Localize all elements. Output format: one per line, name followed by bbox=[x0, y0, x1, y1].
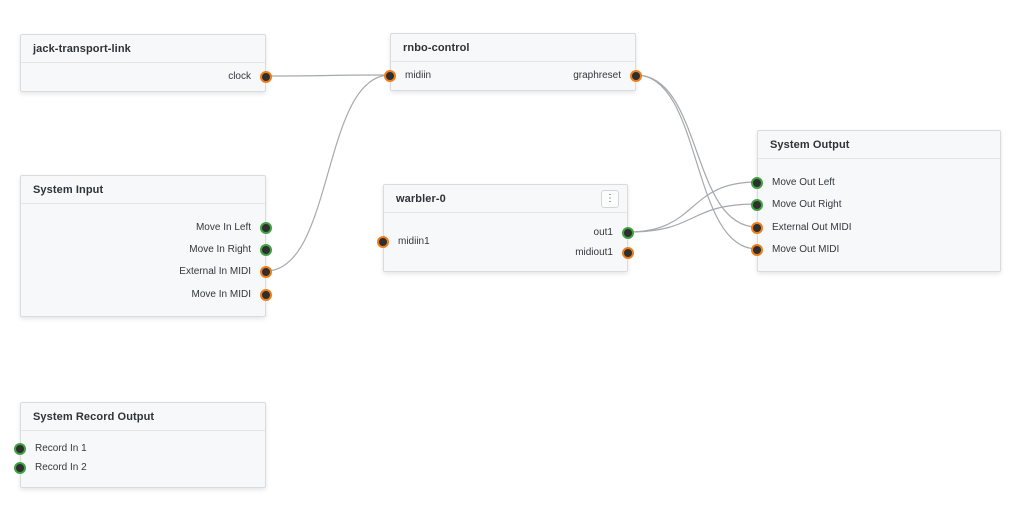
port-row-move-out-left: Move Out Left bbox=[751, 176, 1000, 190]
node-title: System Output bbox=[770, 138, 850, 151]
connection-edge[interactable] bbox=[265, 74, 391, 272]
port-label: Move Out MIDI bbox=[772, 244, 840, 255]
move-out-right-port[interactable] bbox=[751, 198, 763, 211]
connection-edge[interactable] bbox=[265, 74, 391, 77]
port-label: midiin1 bbox=[398, 236, 430, 247]
out1-port[interactable] bbox=[622, 226, 634, 239]
connection-edge[interactable] bbox=[627, 203, 758, 233]
move-in-right-port[interactable] bbox=[260, 243, 272, 256]
kebab-menu-icon[interactable]: ⋮ bbox=[601, 189, 619, 208]
node-header[interactable]: System Record Output bbox=[21, 403, 265, 431]
port-label: Record In 2 bbox=[35, 462, 87, 473]
midiout1-port[interactable] bbox=[622, 246, 634, 259]
external-out-midi-port[interactable] bbox=[751, 221, 763, 234]
node-header[interactable]: System Input bbox=[21, 176, 265, 204]
port-label: out1 bbox=[593, 227, 613, 238]
node-header[interactable]: warbler-0 ⋮ bbox=[384, 185, 627, 213]
node-header[interactable]: jack-transport-link bbox=[21, 35, 265, 63]
node-title: System Input bbox=[33, 183, 104, 196]
record-in-2-port[interactable] bbox=[14, 461, 26, 474]
port-label: Record In 1 bbox=[35, 443, 87, 454]
port-label: midiin bbox=[405, 70, 432, 81]
clock-port[interactable] bbox=[260, 70, 272, 83]
port-row-midiin1: midiin1 bbox=[377, 235, 627, 249]
move-out-left-port[interactable] bbox=[751, 176, 763, 189]
midiin-port[interactable] bbox=[384, 69, 396, 82]
record-in-1-port[interactable] bbox=[14, 442, 26, 455]
move-in-left-port[interactable] bbox=[260, 221, 272, 234]
port-row-move-in-midi: Move In MIDI bbox=[21, 288, 272, 302]
port-label: Move In Right bbox=[189, 244, 251, 255]
port-label: Move Out Left bbox=[772, 177, 835, 188]
node-title: System Record Output bbox=[33, 410, 155, 423]
port-row-midiin: midiin bbox=[384, 69, 635, 83]
port-label: External In MIDI bbox=[179, 266, 251, 277]
port-row-external-in-midi: External In MIDI bbox=[21, 265, 272, 279]
port-label: Move In Left bbox=[195, 222, 251, 233]
node-rnbo-control[interactable]: rnbo-control midiin graphreset bbox=[384, 33, 642, 91]
port-row-record-in-1: Record In 1 bbox=[14, 442, 265, 456]
port-row-move-out-midi: Move Out MIDI bbox=[751, 243, 1000, 257]
move-in-midi-port[interactable] bbox=[260, 288, 272, 301]
port-row-out1: out1 bbox=[384, 226, 634, 240]
connection-edge[interactable] bbox=[627, 181, 758, 233]
node-title: rnbo-control bbox=[403, 41, 470, 54]
port-row-graphreset: graphreset bbox=[391, 69, 642, 83]
port-label: Move In MIDI bbox=[191, 289, 251, 300]
port-row-move-in-right: Move In Right bbox=[21, 243, 272, 257]
port-label: midiout1 bbox=[575, 247, 613, 258]
external-in-midi-port[interactable] bbox=[260, 265, 272, 278]
node-title: warbler-0 bbox=[396, 192, 446, 205]
port-label: graphreset bbox=[573, 70, 621, 81]
port-label: Move Out Right bbox=[772, 199, 842, 210]
port-row-external-out-midi: External Out MIDI bbox=[751, 221, 1000, 235]
node-jack-transport-link[interactable]: jack-transport-link clock bbox=[20, 34, 272, 92]
connection-edge[interactable] bbox=[635, 74, 758, 250]
node-title: jack-transport-link bbox=[33, 42, 131, 55]
node-header[interactable]: rnbo-control bbox=[391, 34, 635, 62]
port-row-midiout1: midiout1 bbox=[384, 246, 634, 260]
graphreset-port[interactable] bbox=[630, 69, 642, 82]
port-label: External Out MIDI bbox=[772, 222, 852, 233]
midiin1-port[interactable] bbox=[377, 235, 389, 248]
port-row-move-in-left: Move In Left bbox=[21, 221, 272, 235]
connection-edge[interactable] bbox=[635, 74, 758, 228]
node-warbler-0[interactable]: warbler-0 ⋮ midiin1 out1 midiout1 bbox=[377, 184, 634, 272]
port-row-move-out-right: Move Out Right bbox=[751, 198, 1000, 212]
node-header[interactable]: System Output bbox=[758, 131, 1000, 159]
port-row-record-in-2: Record In 2 bbox=[14, 461, 265, 475]
port-row-clock: clock bbox=[21, 70, 272, 84]
port-label: clock bbox=[228, 71, 251, 82]
move-out-midi-port[interactable] bbox=[751, 243, 763, 256]
